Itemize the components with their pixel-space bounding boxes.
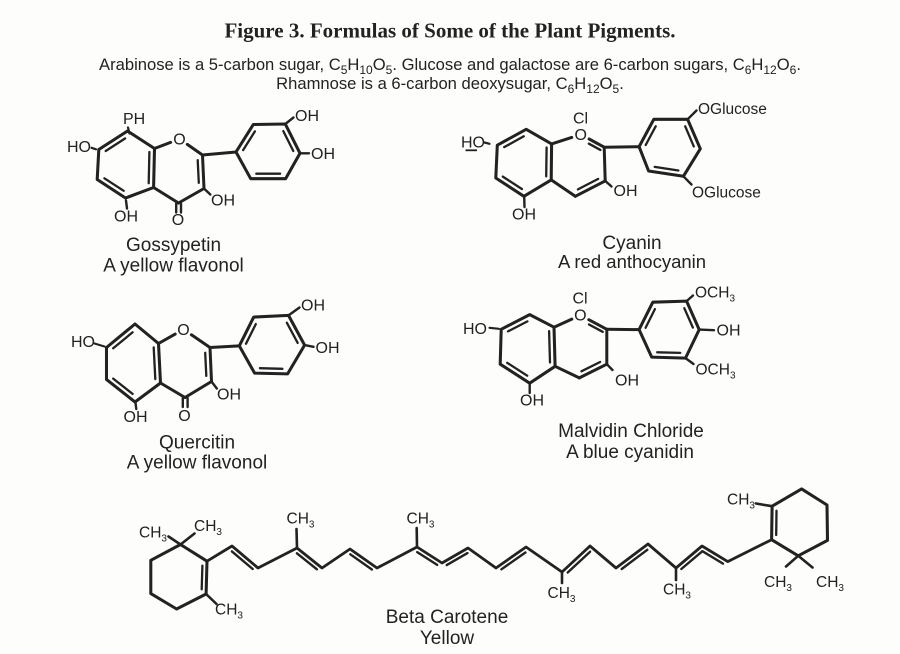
svg-text:A blue cyanidin: A blue cyanidin bbox=[566, 442, 694, 463]
svg-text:O: O bbox=[574, 308, 586, 325]
svg-text:Yellow: Yellow bbox=[420, 628, 475, 649]
svg-text:OH: OH bbox=[217, 387, 241, 404]
svg-text:A yellow flavonol: A yellow flavonol bbox=[127, 453, 267, 474]
svg-text:OH: OH bbox=[301, 298, 325, 315]
svg-text:OH: OH bbox=[520, 393, 544, 410]
svg-text:Malvidin Chloride: Malvidin Chloride bbox=[558, 421, 704, 442]
svg-text:OH: OH bbox=[114, 209, 138, 226]
svg-text:Gossypetin: Gossypetin bbox=[126, 235, 221, 256]
svg-text:HO: HO bbox=[71, 334, 95, 351]
svg-text:OH: OH bbox=[717, 323, 741, 340]
svg-text:HO: HO bbox=[461, 135, 485, 152]
svg-text:HO: HO bbox=[67, 139, 91, 156]
svg-text:HO: HO bbox=[463, 321, 487, 338]
svg-text:OH: OH bbox=[124, 409, 148, 426]
svg-text:A yellow flavonol: A yellow flavonol bbox=[103, 256, 243, 277]
svg-text:OH: OH bbox=[615, 373, 639, 390]
svg-text:OH: OH bbox=[512, 207, 536, 224]
svg-text:O: O bbox=[178, 408, 190, 425]
svg-text:Figure 3. Formulas of Some of: Figure 3. Formulas of Some of the Plant … bbox=[224, 19, 675, 43]
svg-text:OGlucose: OGlucose bbox=[698, 101, 767, 118]
svg-text:A red anthocyanin: A red anthocyanin bbox=[558, 251, 706, 272]
svg-text:Beta Carotene: Beta Carotene bbox=[386, 607, 509, 628]
svg-text:OH: OH bbox=[316, 340, 340, 357]
svg-text:O: O bbox=[173, 132, 185, 149]
svg-text:OGlucose: OGlucose bbox=[692, 185, 761, 202]
svg-text:Quercitin: Quercitin bbox=[159, 433, 235, 454]
svg-text:OH: OH bbox=[295, 108, 319, 125]
svg-text:OH: OH bbox=[614, 183, 638, 200]
svg-text:PH: PH bbox=[123, 111, 145, 128]
svg-text:Cl: Cl bbox=[572, 291, 587, 308]
svg-text:O: O bbox=[177, 322, 189, 339]
svg-text:O: O bbox=[172, 212, 184, 229]
svg-text:OH: OH bbox=[311, 146, 335, 163]
svg-text:O: O bbox=[574, 127, 586, 144]
svg-text:OH: OH bbox=[211, 193, 235, 210]
svg-text:Cl: Cl bbox=[573, 111, 588, 128]
